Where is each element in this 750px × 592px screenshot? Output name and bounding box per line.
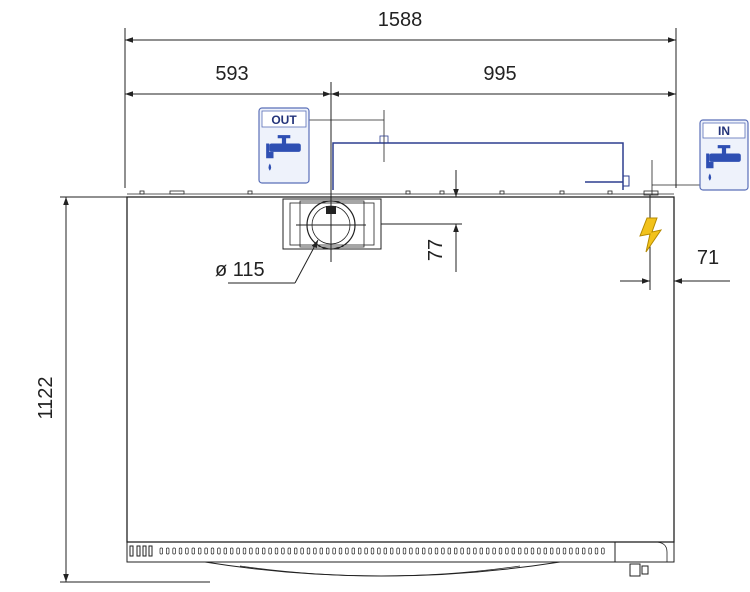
- dimension-power-offset-label: 71: [697, 247, 719, 269]
- vent-slot: [230, 547, 234, 555]
- out-badge-label: OUT: [271, 113, 297, 127]
- out-badge: OUT: [258, 107, 310, 184]
- cabinet-base: [126, 541, 675, 577]
- vent-slot: [588, 547, 592, 555]
- vent-slot: [300, 547, 304, 555]
- vent-slot: [383, 547, 387, 555]
- vent-slot: [454, 547, 458, 555]
- vent-slot: [556, 547, 560, 555]
- vent-slot: [524, 547, 528, 555]
- vent-slot: [191, 547, 195, 555]
- water-pipe: [332, 142, 630, 190]
- dimension-overall-width: 1588: [125, 9, 676, 43]
- dimension-right-offset: 995: [331, 63, 676, 97]
- extension-lines: [60, 28, 677, 583]
- vent-slot: [530, 547, 535, 555]
- vent-slot: [345, 547, 349, 555]
- vent-slot: [274, 547, 279, 555]
- vent-slot: [505, 547, 509, 555]
- dimension-height-label: 1122: [35, 376, 57, 419]
- vent-slot: [575, 547, 579, 555]
- vent-slot: [313, 547, 317, 555]
- vent-slot: [594, 547, 599, 555]
- vent-slot: [473, 547, 477, 555]
- vent-slot: [217, 547, 221, 555]
- vent-slot: [601, 547, 605, 555]
- vent-slot: [498, 547, 503, 555]
- vent-slot: [479, 547, 483, 555]
- vent-slot: [198, 547, 202, 555]
- vent-slot: [249, 547, 253, 555]
- lightning-icon: [639, 217, 663, 253]
- vent-slot: [223, 547, 227, 555]
- dimension-left-offset-label: 593: [215, 63, 248, 85]
- pipe-leaders: [308, 110, 700, 195]
- vent-slot: [370, 547, 375, 555]
- vent-slot: [326, 547, 330, 555]
- vent-slot: [396, 547, 400, 555]
- dimension-left-offset: 593: [125, 63, 331, 97]
- vent-slot: [441, 547, 445, 555]
- vent-slot: [415, 547, 419, 555]
- dimension-outlet-depth-label: 77: [425, 239, 447, 261]
- vent-slot: [447, 547, 451, 555]
- vent-slot: [562, 547, 567, 555]
- vent-slot: [178, 547, 183, 555]
- dimension-height: 1122: [35, 197, 69, 582]
- vent-slot: [242, 547, 247, 555]
- vent-slot: [268, 547, 272, 555]
- vent-slots: [159, 547, 605, 555]
- exhaust-outlet: [282, 198, 462, 262]
- vent-slot: [422, 547, 426, 555]
- vent-slot: [159, 547, 163, 555]
- vent-slot: [377, 547, 381, 555]
- dimension-outlet-diameter-label: ø 115: [215, 259, 265, 281]
- dimension-power-offset: 71: [620, 195, 730, 290]
- vent-slot: [287, 547, 291, 555]
- vent-slot: [390, 547, 394, 555]
- vent-slot: [358, 547, 362, 555]
- vent-slot: [236, 547, 240, 555]
- vent-slot: [172, 547, 176, 555]
- vent-slot: [518, 547, 522, 555]
- vent-slot: [434, 547, 439, 555]
- dimension-outlet-depth: 77: [425, 170, 459, 272]
- vent-slot: [210, 547, 215, 555]
- vent-slot: [364, 547, 368, 555]
- vent-slot: [262, 547, 266, 555]
- vent-slot: [204, 547, 208, 555]
- vent-slot: [466, 547, 471, 555]
- vent-slot: [428, 547, 432, 555]
- vent-slot: [281, 547, 285, 555]
- cabinet-body: [126, 190, 675, 543]
- vent-slot: [409, 547, 413, 555]
- dimension-overall-width-label: 1588: [378, 9, 423, 31]
- vent-slot: [338, 547, 343, 555]
- vent-slot: [319, 547, 323, 555]
- dimension-right-offset-label: 995: [483, 63, 516, 85]
- in-badge-label: IN: [718, 124, 730, 138]
- vent-slot: [537, 547, 541, 555]
- vent-slot: [255, 547, 259, 555]
- vent-slot: [332, 547, 336, 555]
- vent-slot: [306, 547, 311, 555]
- vent-slot: [492, 547, 496, 555]
- vent-slot: [294, 547, 298, 555]
- dimension-outlet-diameter: ø 115: [215, 239, 319, 284]
- vent-slot: [166, 547, 170, 555]
- vent-slot: [486, 547, 490, 555]
- vent-slot: [511, 547, 515, 555]
- vent-slot: [582, 547, 586, 555]
- in-badge: IN: [699, 119, 749, 191]
- vent-slot: [460, 547, 464, 555]
- vent-slot: [569, 547, 573, 555]
- vent-slot: [351, 547, 355, 555]
- vent-slot: [550, 547, 554, 555]
- vent-slot: [402, 547, 407, 555]
- vent-slot: [185, 547, 189, 555]
- vent-slot: [543, 547, 547, 555]
